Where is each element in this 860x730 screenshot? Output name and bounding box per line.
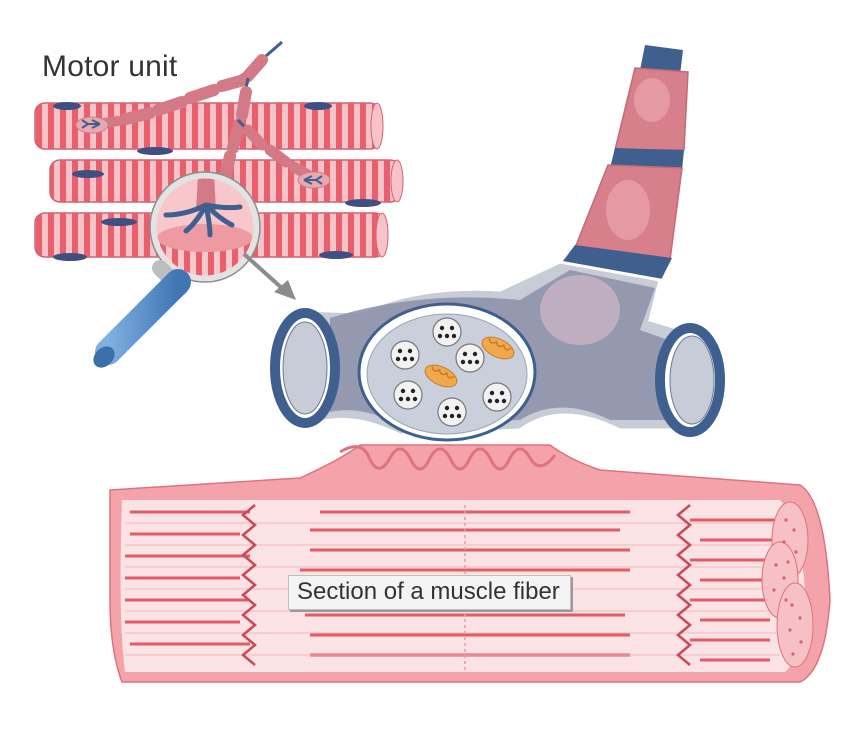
- synaptic-vesicles: [390, 317, 512, 427]
- magnifying-glass-icon: [93, 260, 191, 368]
- motor-unit-group: [34, 40, 404, 368]
- myelin-cap-left: [270, 308, 340, 428]
- myofilaments: [125, 510, 780, 662]
- motor-unit-label: Motor unit: [42, 50, 178, 83]
- magnifier-lens: [149, 171, 261, 283]
- z-lines: [241, 504, 692, 670]
- mitochondria: [424, 336, 515, 388]
- myelin-cap-right: [655, 323, 725, 437]
- muscle-fiber-top: [34, 102, 384, 150]
- motor-neuron-axon: [75, 40, 331, 191]
- fiber-cut-end: [761, 501, 814, 668]
- axon-segments: [560, 45, 689, 282]
- terminal-cross-section: [357, 302, 537, 442]
- zoom-arrow-icon: [242, 252, 296, 300]
- neuromuscular-junction: [270, 45, 725, 442]
- muscle-fiber-section: [109, 444, 831, 683]
- muscle-fiber-section-label: Section of a muscle fiber: [288, 575, 571, 610]
